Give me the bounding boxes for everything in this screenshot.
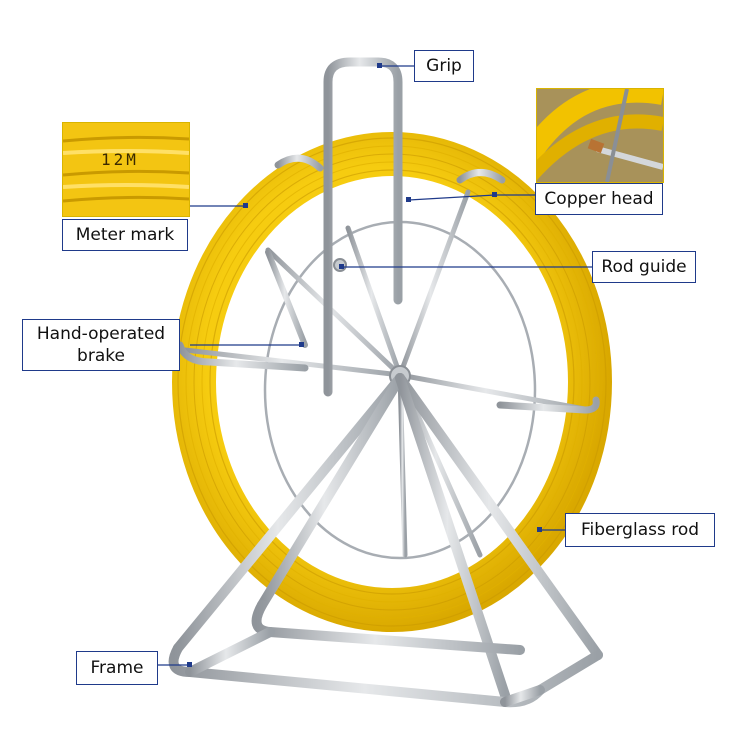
label-fiberglass-rod: Fiberglass rod bbox=[565, 513, 715, 547]
meter-mark-text: 12M bbox=[101, 150, 139, 169]
copper-head-inset bbox=[536, 88, 664, 183]
leader-dots bbox=[187, 63, 542, 667]
label-fiberglass-rod-text: Fiberglass rod bbox=[580, 520, 700, 540]
label-copper-head: Copper head bbox=[535, 183, 663, 215]
meter-mark-rod-image: 12M bbox=[63, 123, 189, 216]
label-hand-operated-brake: Hand-operated brake bbox=[22, 319, 180, 371]
label-meter-mark: Meter mark bbox=[62, 219, 188, 251]
grip-handle bbox=[323, 57, 403, 397]
label-hand-brake-line2: brake bbox=[77, 346, 125, 366]
label-frame-text: Frame bbox=[90, 658, 144, 678]
brake-bar bbox=[265, 249, 308, 348]
label-hand-brake-line1: Hand-operated bbox=[36, 324, 166, 344]
label-grip: Grip bbox=[414, 50, 474, 82]
label-meter-mark-text: Meter mark bbox=[75, 225, 175, 245]
label-copper-head-text: Copper head bbox=[544, 189, 654, 209]
label-rod-guide: Rod guide bbox=[592, 251, 696, 283]
label-rod-guide-text: Rod guide bbox=[601, 257, 687, 277]
label-grip-text: Grip bbox=[426, 56, 462, 76]
coil-supports bbox=[176, 154, 600, 414]
frame-legs bbox=[173, 373, 603, 700]
frame-base bbox=[168, 600, 603, 708]
fiberglass-coil bbox=[172, 132, 612, 632]
label-frame: Frame bbox=[76, 651, 158, 685]
meter-mark-inset: 12M bbox=[62, 122, 190, 217]
copper-head-image bbox=[537, 89, 663, 182]
leader-lines bbox=[158, 65, 592, 666]
